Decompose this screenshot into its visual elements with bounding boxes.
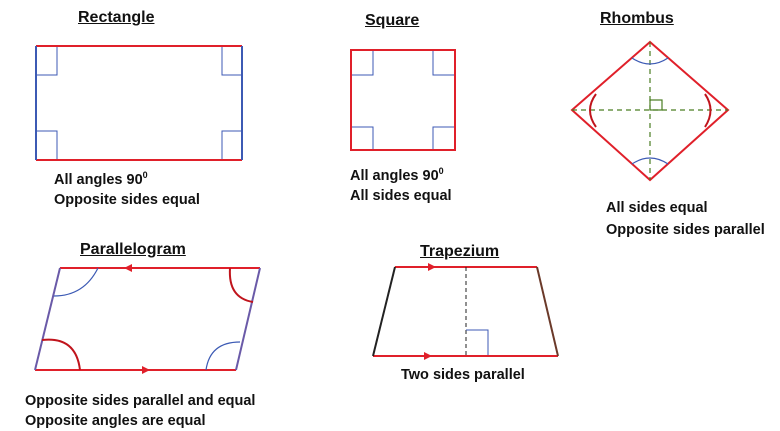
parallelogram-caption: Opposite sides parallel and equal Opposi…	[25, 391, 255, 431]
trapezium-title: Trapezium	[420, 243, 500, 260]
square-caption-line-2: All sides equal	[350, 187, 452, 204]
parallelogram-title: Parallelogram	[80, 241, 186, 258]
degree-superscript: 0	[142, 170, 148, 180]
rectangle-caption-line-2: Opposite sides equal	[54, 191, 200, 208]
parallelogram-caption-line-2: Opposite angles are equal	[25, 413, 206, 429]
square-caption-line-1: All angles 900	[350, 166, 444, 184]
rectangle-caption-line-1: All angles 900	[54, 170, 148, 188]
trapezium-shape	[372, 263, 559, 360]
parallelogram-caption-line-1: Opposite sides parallel and equal	[25, 393, 256, 409]
parallelogram-shape	[34, 264, 261, 374]
rhombus-shape	[570, 40, 730, 182]
square-shape	[350, 49, 456, 151]
rhombus-caption: All sides equal Opposite sides parallel	[606, 197, 765, 241]
rectangle-caption: All angles 900 Opposite sides equal	[54, 165, 200, 210]
trapezium-caption: Two sides parallel	[401, 365, 525, 385]
rhombus-caption-line-2: Opposite sides parallel	[606, 222, 765, 238]
square-title: Square	[365, 12, 420, 29]
rectangle-shape	[35, 45, 243, 161]
degree-superscript: 0	[438, 166, 444, 176]
rhombus-title: Rhombus	[600, 10, 674, 27]
rectangle-title: Rectangle	[78, 9, 155, 26]
rhombus-caption-line-1: All sides equal	[606, 200, 708, 216]
square-caption: All angles 900 All sides equal	[350, 161, 452, 206]
trapezium-caption-line-1: Two sides parallel	[401, 367, 525, 383]
